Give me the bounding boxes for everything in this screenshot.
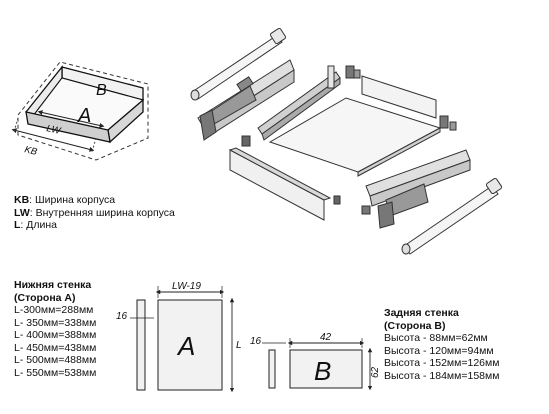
bottom-size-item: L- 350мм=338мм (14, 316, 97, 329)
back-panel-title: Задняя стенка (384, 307, 459, 319)
legend-code: LW (14, 206, 30, 219)
bottom-panel-thickness-dim: 16 (116, 311, 128, 322)
back-panel-letter: B (314, 356, 331, 386)
back-size-item: Высота - 120мм=94мм (384, 344, 494, 357)
bottom-panel-spec: Нижняя стенка (Сторона А) L-300мм=288мм … (14, 279, 96, 379)
bottom-size-item: L- 400мм=388мм (14, 329, 97, 341)
legend-text: : Длина (20, 219, 57, 231)
bottom-panel-face (157, 299, 223, 391)
bottom-size-item: L- 550мм=538мм (14, 366, 97, 379)
back-panel-face (289, 349, 363, 389)
legend-text: : Внутренняя ширина корпуса (29, 206, 175, 219)
dimension-legend: KB: Ширина корпуса LW: Внутренняя ширина… (14, 194, 175, 232)
legend-row-kb: KB: Ширина корпуса (14, 194, 175, 207)
bottom-size-item: L- 500мм=488мм (14, 354, 97, 366)
outer-width-label: KB (23, 144, 39, 158)
face-letter-b: B (96, 82, 107, 99)
bottom-size-item: L-300мм=288мм (14, 304, 94, 316)
legend-code: KB (14, 194, 30, 206)
bottom-panel-width-dim: LW-19 (172, 281, 201, 292)
bottom-size-item: L- 450мм=438мм (14, 341, 97, 354)
back-panel-width-dim: 42 (320, 332, 332, 343)
back-panel-thickness-dim: 16 (250, 336, 262, 347)
cabinet-box-illustration (11, 61, 149, 161)
bottom-panel-side-view (136, 299, 146, 391)
bottom-panel-subtitle: (Сторона А) (14, 291, 76, 304)
legend-row-l: L: Длина (14, 219, 175, 232)
exploded-drawer-illustration (190, 27, 503, 255)
legend-row-lw: LW: Внутренняя ширина корпуса (14, 207, 175, 220)
bottom-letter-a: A (77, 105, 91, 127)
back-panel-drawing (262, 338, 373, 391)
back-size-item: Высота - 184мм=158мм (384, 369, 500, 382)
back-panel-side-view (268, 349, 276, 389)
inner-width-label: LW (45, 123, 62, 137)
bottom-panel-letter: A (176, 331, 195, 361)
bottom-panel-length-dim: L (236, 340, 242, 351)
back-panel-height-dim: 62 (370, 366, 381, 378)
bottom-panel-drawing (130, 286, 235, 393)
legend-text: : Ширина корпуса (29, 194, 116, 206)
back-panel-subtitle: (Сторона В) (384, 319, 446, 332)
back-size-item: Высота - 152мм=126мм (384, 357, 500, 369)
back-panel-spec: Задняя стенка (Сторона В) Высота - 88мм=… (384, 307, 499, 382)
back-size-item: Высота - 88мм=62мм (384, 332, 488, 344)
bottom-panel-title: Нижняя стенка (14, 279, 92, 291)
legend-code: L (14, 219, 21, 231)
